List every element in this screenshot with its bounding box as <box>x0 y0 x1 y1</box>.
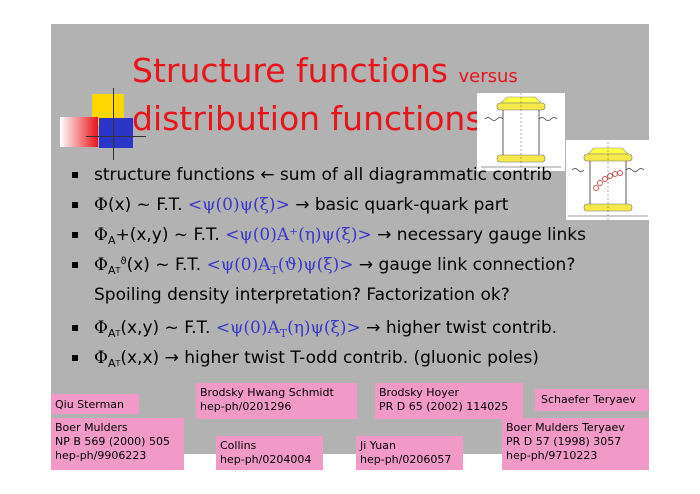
bullet-marker <box>72 262 78 268</box>
ref-brodsky-hwang-schmidt: Brodsky Hwang Schmidt hep-ph/0201296 <box>196 383 357 419</box>
bullet-text: (x,y) ~ F.T. <box>120 318 216 338</box>
bullet-text: +(x,y) ~ F.T. <box>115 225 226 245</box>
feynman-diagram-2 <box>566 140 651 220</box>
bullet-text: gauge link connection? <box>373 255 576 275</box>
decorative-red-square <box>60 117 98 147</box>
ref-boer-mulders-np: Boer Mulders NP B 569 (2000) 505 hep-ph/… <box>51 418 184 470</box>
matrix-element: (ϑ)ψ(ξ)> <box>277 255 354 275</box>
phi-symbol: Φ <box>94 225 108 245</box>
decorative-vertical-line <box>113 88 114 160</box>
ref-text: PR D 65 (2002) 114025 <box>379 400 509 413</box>
ref-text: Qiu Sterman <box>55 398 125 411</box>
ref-collins: Collins hep-ph/0204004 <box>216 436 323 470</box>
decorative-blue-square <box>99 118 133 148</box>
ref-text: Schaefer Teryaev <box>541 393 636 406</box>
matrix-element: <ψ(0)A⁺(η)ψ(ξ)> <box>225 225 372 245</box>
ref-text: hep-ph/0204004 <box>220 453 312 466</box>
ref-brodsky-hoyer: Brodsky Hoyer PR D 65 (2002) 114025 <box>375 383 523 419</box>
arrow-right-icon: → <box>366 318 381 338</box>
bullet-text: sum of all diagrammatic contrib <box>274 165 553 185</box>
superscript: ϑ <box>120 256 127 267</box>
decorative-horizontal-line <box>86 136 146 137</box>
ref-text: Brodsky Hoyer <box>379 386 460 399</box>
ref-text: Ji Yuan <box>360 439 396 452</box>
ref-text: hep-ph/0206057 <box>360 453 452 466</box>
bullet-marker <box>72 325 78 331</box>
bullet-marker <box>72 172 78 178</box>
bullet-text: Spoiling density interpretation? Factori… <box>94 285 510 305</box>
phi-symbol: Φ <box>94 318 108 338</box>
subscript: T <box>270 264 278 277</box>
bullet-text: (x,x) <box>120 348 165 368</box>
subscript: T <box>115 329 121 338</box>
ref-text: hep-ph/9710223 <box>506 449 598 462</box>
bullet-text: (x) ~ F.T. <box>126 255 207 275</box>
ref-text: NP B 569 (2000) 505 <box>55 435 170 448</box>
ref-text: Collins <box>220 439 257 452</box>
ref-text: Boer Mulders Teryaev <box>506 421 625 434</box>
title-line1: Structure functions <box>132 51 459 90</box>
arrow-right-icon: → <box>377 225 392 245</box>
subscript: T <box>115 266 121 275</box>
bullet-text: (x) ~ F.T. <box>107 195 188 215</box>
ref-text: hep-ph/0201296 <box>200 400 292 413</box>
ref-schaefer-teryaev: Schaefer Teryaev <box>535 389 649 411</box>
bullet-marker <box>72 355 78 361</box>
ref-boer-mulders-teryaev: Boer Mulders Teryaev PR D 57 (1998) 3057… <box>502 418 649 470</box>
bullet-text: basic quark-quark part <box>309 195 509 215</box>
title-line2: distribution functions <box>132 99 483 138</box>
arrow-right-icon: → <box>358 255 374 275</box>
ref-ji-yuan: Ji Yuan hep-ph/0206057 <box>356 436 463 470</box>
arrow-right-icon: → <box>164 348 179 368</box>
subscript: T <box>115 359 121 368</box>
subscript: A <box>107 327 116 340</box>
subscript: A <box>107 357 116 370</box>
bullet-text: higher twist T-odd contrib. (gluonic pol… <box>178 348 539 368</box>
feynman-diagram-1 <box>477 93 565 171</box>
slide-title: Structure functions versus distribution … <box>132 50 518 140</box>
subscript: A <box>107 264 116 277</box>
matrix-element: <ψ(0)A <box>215 318 280 338</box>
subscript: T <box>279 327 288 340</box>
phi-symbol: Φ <box>94 195 108 215</box>
ref-text: hep-ph/9906223 <box>55 449 147 462</box>
ref-text: PR D 57 (1998) 3057 <box>506 435 622 448</box>
ref-qiu-sterman: Qiu Sterman <box>51 394 139 414</box>
arrow-right-icon: → <box>295 195 310 215</box>
bullet-text: structure functions <box>94 165 261 185</box>
phi-symbol: Φ <box>94 348 108 368</box>
bullet-text: higher twist contrib. <box>380 318 558 338</box>
arrow-left-icon: ← <box>260 165 275 185</box>
matrix-element: (η)ψ(ξ)> <box>287 318 361 338</box>
matrix-element: <ψ(0)A <box>206 255 271 275</box>
bullet-text: necessary gauge links <box>391 225 586 245</box>
ref-text: Boer Mulders <box>55 421 128 434</box>
phi-symbol: Φ <box>94 255 108 275</box>
bullet-marker <box>72 232 78 238</box>
title-versus: versus <box>458 66 518 87</box>
bullet-marker <box>72 202 78 208</box>
matrix-element: <ψ(0)ψ(ξ)> <box>187 195 290 215</box>
subscript: A <box>107 234 116 247</box>
ref-text: Brodsky Hwang Schmidt <box>200 386 334 399</box>
